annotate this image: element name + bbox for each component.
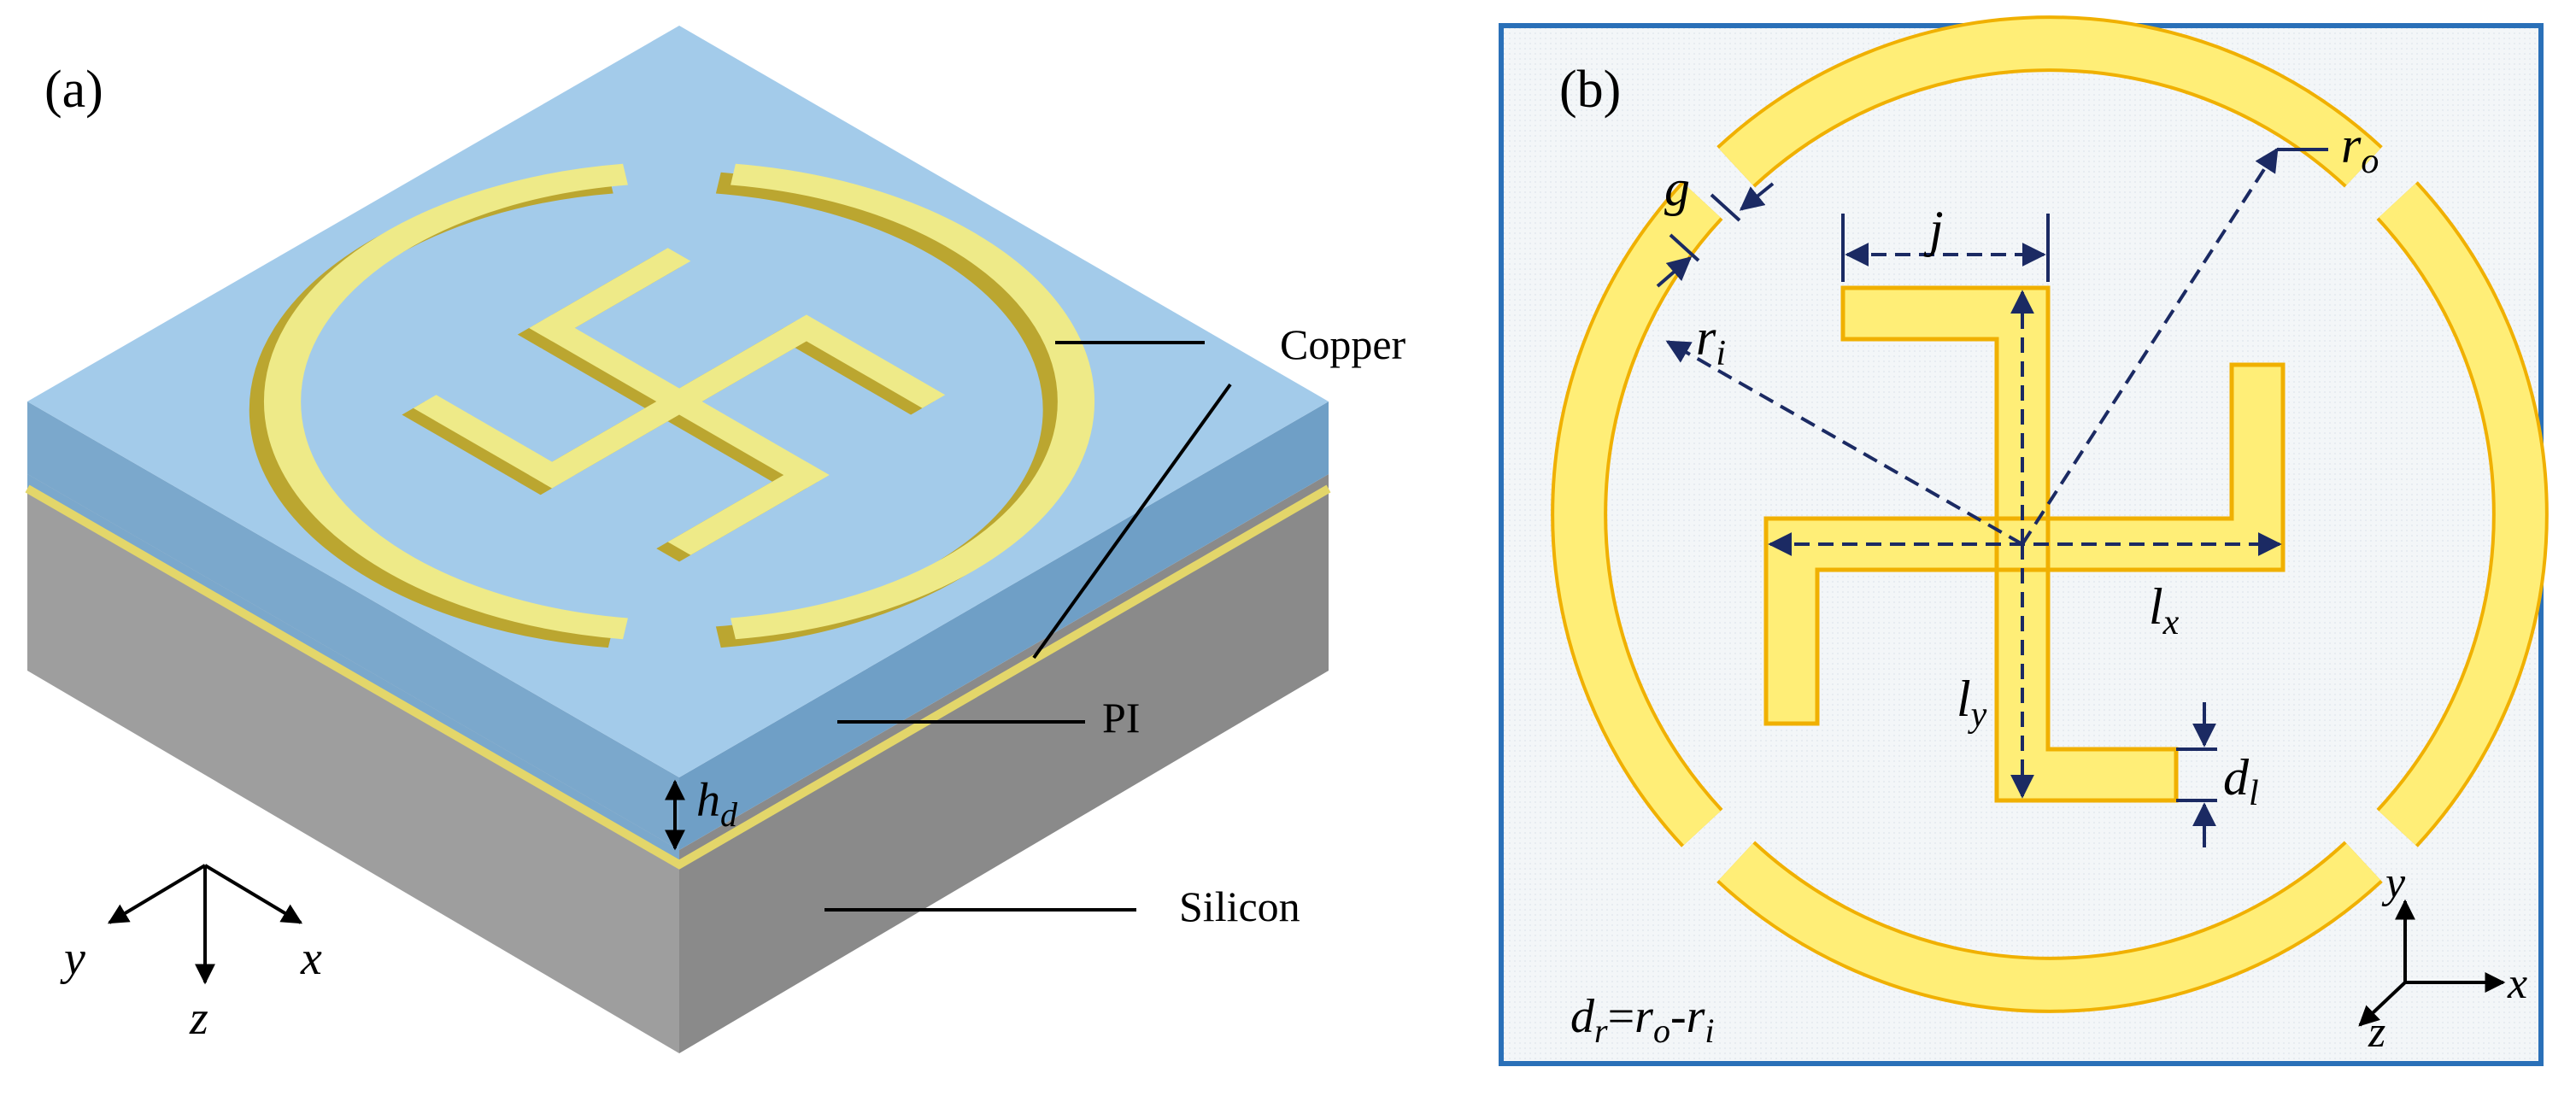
ri-dimension: [1665, 340, 2023, 546]
ring-segment-2: [264, 163, 628, 640]
axis-triad-b: [2358, 899, 2506, 1027]
pi-side-face: [679, 402, 1329, 850]
panel-a-label: (a): [44, 61, 103, 119]
copper-pattern-3d: [249, 163, 1094, 648]
ring-segment-1: [731, 163, 1094, 640]
axis-triad-a: [107, 864, 303, 985]
axis-b-x-label: x: [2507, 959, 2527, 1008]
pi-leader-line-diag: [1032, 383, 1232, 660]
pi-front-face-upper: [27, 402, 679, 850]
dimension-lines: [1665, 147, 2282, 799]
axis-a-z-label: z: [189, 992, 208, 1045]
hd-label: hd: [696, 774, 738, 834]
copper-ground-line: [25, 484, 1331, 870]
ro-dimension: [2021, 147, 2279, 546]
dimension-extension-lines: [1656, 148, 2328, 847]
panel-b-label: (b): [1559, 61, 1621, 119]
axis-a-x-label: x: [300, 932, 322, 985]
silicon-label: Silicon: [1179, 882, 1300, 930]
axis-b-z-label: z: [2368, 1008, 2385, 1057]
cross-top: [413, 248, 946, 555]
ri-label: ri: [1696, 309, 1726, 373]
ro-label: ro: [2341, 117, 2379, 181]
axis-a-y-label: y: [60, 932, 85, 985]
lx-label: lx: [2149, 578, 2180, 642]
g-label: g: [1664, 160, 1690, 216]
dl-label: dl: [2223, 749, 2259, 813]
dr-formula: dr=ro-ri: [1570, 990, 1715, 1050]
panel-a: (a) Copper PI Silicon hd y x z: [25, 26, 1406, 1053]
pi-label: PI: [1102, 694, 1140, 742]
axis-b-y-label: y: [2381, 859, 2406, 907]
ly-label: ly: [1957, 671, 1987, 735]
silicon-front-face: [27, 474, 679, 1053]
panel-b: (b) g j ro ri lx ly dl dr=ro-ri y x z: [1499, 15, 2549, 1066]
ring-segments-fill: [1554, 19, 2545, 1010]
copper-label: Copper: [1280, 320, 1406, 368]
